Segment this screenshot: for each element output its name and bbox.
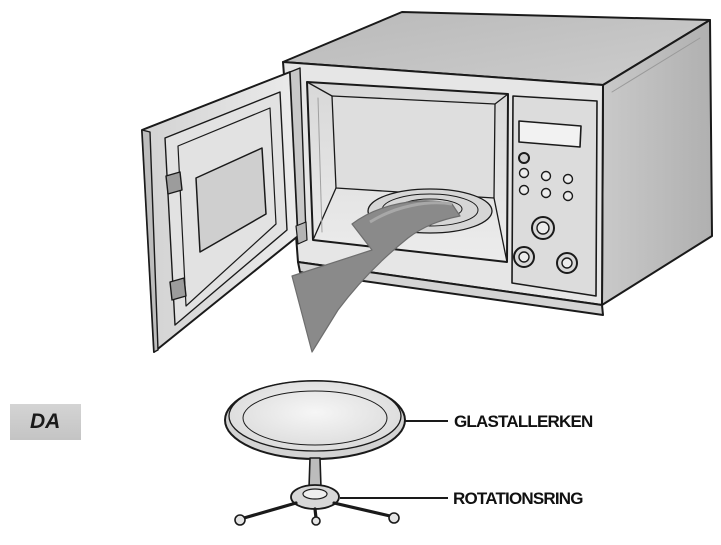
language-badge: DA — [10, 404, 81, 440]
door-window — [195, 147, 267, 253]
control-button — [518, 152, 530, 164]
glass-tray-label: GLASTALLERKEN — [454, 412, 593, 431]
door-latch-bottom — [169, 277, 187, 301]
rotation-ring-label: ROTATIONSRING — [453, 489, 583, 508]
glass-tray-icon — [224, 380, 406, 460]
rotation-ring-icon — [234, 457, 400, 526]
control-display — [518, 120, 582, 148]
curved-arrow-icon — [291, 200, 461, 353]
language-badge-text: DA — [30, 410, 61, 433]
microwave-oven-icon — [141, 11, 713, 353]
door-latch-top — [165, 171, 183, 195]
